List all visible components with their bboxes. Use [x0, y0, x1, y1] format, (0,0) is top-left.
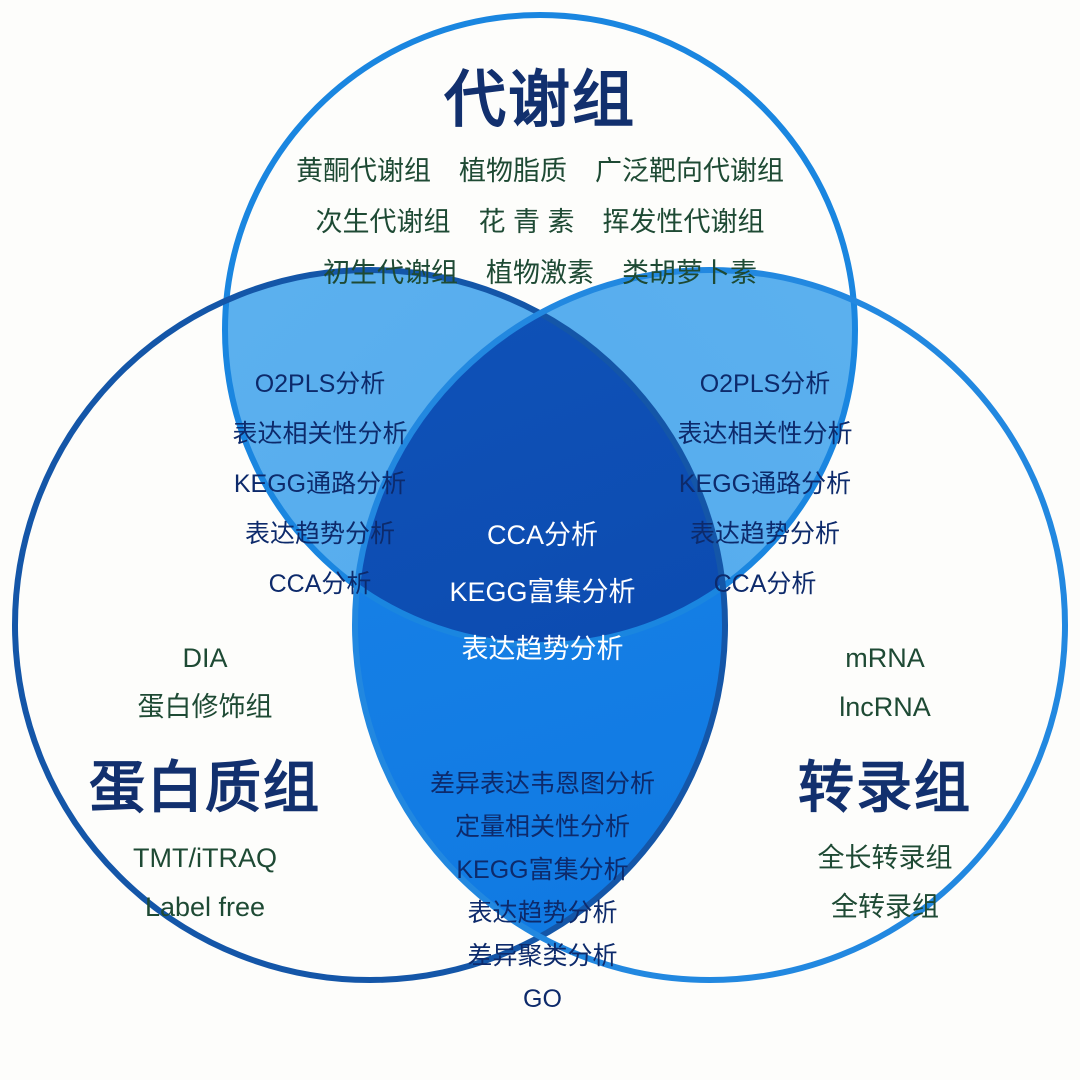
metabolome-row-1: 黄酮代谢组植物脂质广泛靶向代谢组	[0, 158, 1080, 185]
intersection-labels-metabolome-transcriptome: O2PLS分析 表达相关性分析 KEGG通路分析 表达趋势分析 CCA分析	[640, 372, 890, 622]
metabolome-row-3: 初生代谢组植物激素类胡萝卜素	[0, 260, 1080, 287]
set-items-transcriptome-below: 全长转录组 全转录组	[735, 845, 1035, 943]
set-title-metabolome: 代谢组	[443, 66, 636, 135]
intersection-item: 表达趋势分析	[467, 899, 618, 927]
intersection-item: KEGG通路分析	[233, 470, 407, 498]
metabolome-item: 花 青 素	[478, 207, 575, 237]
transcriptome-item: 全转录组	[831, 892, 939, 922]
intersection-item: GO	[523, 985, 562, 1013]
set-title-proteome: 蛋白质组	[89, 756, 321, 819]
set-title-transcriptome: 转录组	[798, 756, 972, 819]
intersection-labels-proteome-transcriptome: 差异表达韦恩图分析 定量相关性分析 KEGG富集分析 表达趋势分析 差异聚类分析…	[420, 772, 665, 1030]
proteome-item: TMT/iTRAQ	[133, 843, 277, 873]
metabolome-item: 次生代谢组	[315, 207, 451, 237]
transcriptome-item: 全长转录组	[817, 843, 953, 873]
intersection-item: 表达趋势分析	[461, 634, 624, 664]
intersection-item: 定量相关性分析	[454, 813, 630, 841]
metabolome-item: 初生代谢组	[323, 258, 458, 288]
metabolome-item: 植物激素	[486, 258, 594, 288]
intersection-item: 表达趋势分析	[244, 520, 395, 548]
intersection-item: 差异聚类分析	[467, 942, 618, 970]
metabolome-row-2: 次生代谢组花 青 素挥发性代谢组	[0, 209, 1080, 236]
intersection-item: KEGG通路分析	[678, 470, 852, 498]
intersection-item: 表达相关性分析	[232, 420, 408, 448]
intersection-item: 差异表达韦恩图分析	[429, 770, 655, 798]
set-items-proteome-above: DIA 蛋白修饰组	[55, 645, 355, 743]
metabolome-item: 黄酮代谢组	[296, 156, 431, 186]
intersection-item: CCA分析	[486, 520, 598, 550]
circle-outline-proteome	[12, 267, 728, 983]
metabolome-item: 植物脂质	[459, 156, 567, 186]
metabolome-item: 广泛靶向代谢组	[595, 156, 784, 186]
set-items-transcriptome-above: mRNA lncRNA	[735, 645, 1035, 743]
proteome-item: Label free	[144, 892, 266, 922]
metabolome-item: 挥发性代谢组	[602, 207, 765, 237]
proteome-item: 蛋白修饰组	[137, 692, 273, 722]
proteome-item: DIA	[182, 643, 228, 673]
intersection-item: CCA分析	[713, 570, 817, 598]
set-items-metabolome: 黄酮代谢组植物脂质广泛靶向代谢组 次生代谢组花 青 素挥发性代谢组 初生代谢组植…	[0, 158, 1080, 311]
intersection-labels-metabolome-proteome: O2PLS分析 表达相关性分析 KEGG通路分析 表达趋势分析 CCA分析	[195, 372, 445, 622]
transcriptome-item: mRNA	[845, 643, 925, 673]
intersection-labels-all-three: CCA分析 KEGG富集分析 表达趋势分析	[400, 522, 685, 693]
intersection-item: O2PLS分析	[254, 370, 386, 398]
circle-outline-transcriptome	[352, 267, 1068, 983]
set-items-proteome-below: TMT/iTRAQ Label free	[55, 845, 355, 943]
intersection-item: 表达相关性分析	[677, 420, 853, 448]
intersection-item: KEGG富集分析	[456, 856, 629, 884]
intersection-item: 表达趋势分析	[689, 520, 840, 548]
circle-outline-metabolome	[222, 12, 858, 648]
metabolome-item: 类胡萝卜素	[622, 258, 757, 288]
intersection-item: CCA分析	[268, 570, 372, 598]
intersection-item: O2PLS分析	[699, 370, 831, 398]
intersection-item: KEGG富集分析	[449, 577, 636, 607]
transcriptome-item: lncRNA	[839, 692, 931, 722]
